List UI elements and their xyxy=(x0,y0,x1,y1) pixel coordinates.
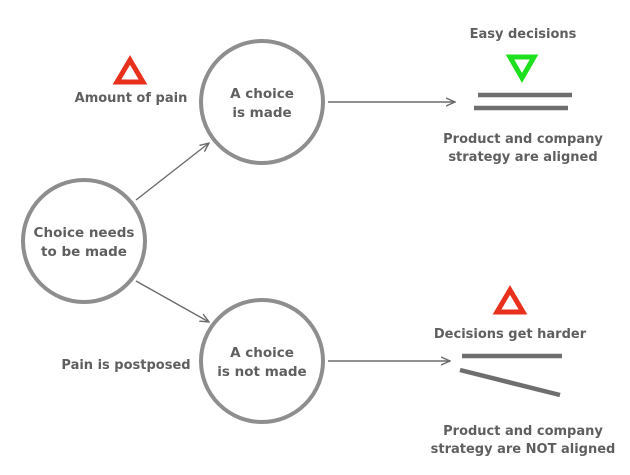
choice-made-line2: is made xyxy=(232,105,291,121)
choice-not-made-node: A choice is not made xyxy=(199,298,325,424)
arrow-to-choice-not-made xyxy=(135,280,209,322)
choice-made-node: A choice is made xyxy=(199,39,325,165)
aligned-line2: strategy are aligned xyxy=(448,150,597,165)
pain-triangle-icon xyxy=(112,55,148,85)
pain-postponed-label: Pain is postposed xyxy=(61,358,190,373)
choice-needed-node: Choice needs to be made xyxy=(21,178,147,304)
aligned-bars-icon xyxy=(474,92,572,111)
diverging-bars-icon xyxy=(459,353,562,398)
amount-of-pain-label: Amount of pain xyxy=(75,91,188,106)
arrow-to-choice-made xyxy=(135,143,209,201)
choice-needed-line2: to be made xyxy=(41,244,127,260)
pain-triangle-bottom-icon xyxy=(492,285,528,315)
decisions-harder-label: Decisions get harder xyxy=(434,327,587,342)
not-aligned-line1: Product and company xyxy=(443,424,603,439)
choice-not-made-line1: A choice xyxy=(230,345,294,361)
easy-decisions-triangle-icon xyxy=(505,54,539,84)
easy-decisions-label: Easy decisions xyxy=(470,27,577,42)
choice-not-made-line2: is not made xyxy=(217,364,306,380)
aligned-line1: Product and company xyxy=(443,132,603,147)
choice-needed-line1: Choice needs xyxy=(34,225,135,241)
not-aligned-line2: strategy are NOT aligned xyxy=(431,442,616,457)
choice-made-line1: A choice xyxy=(230,86,294,102)
